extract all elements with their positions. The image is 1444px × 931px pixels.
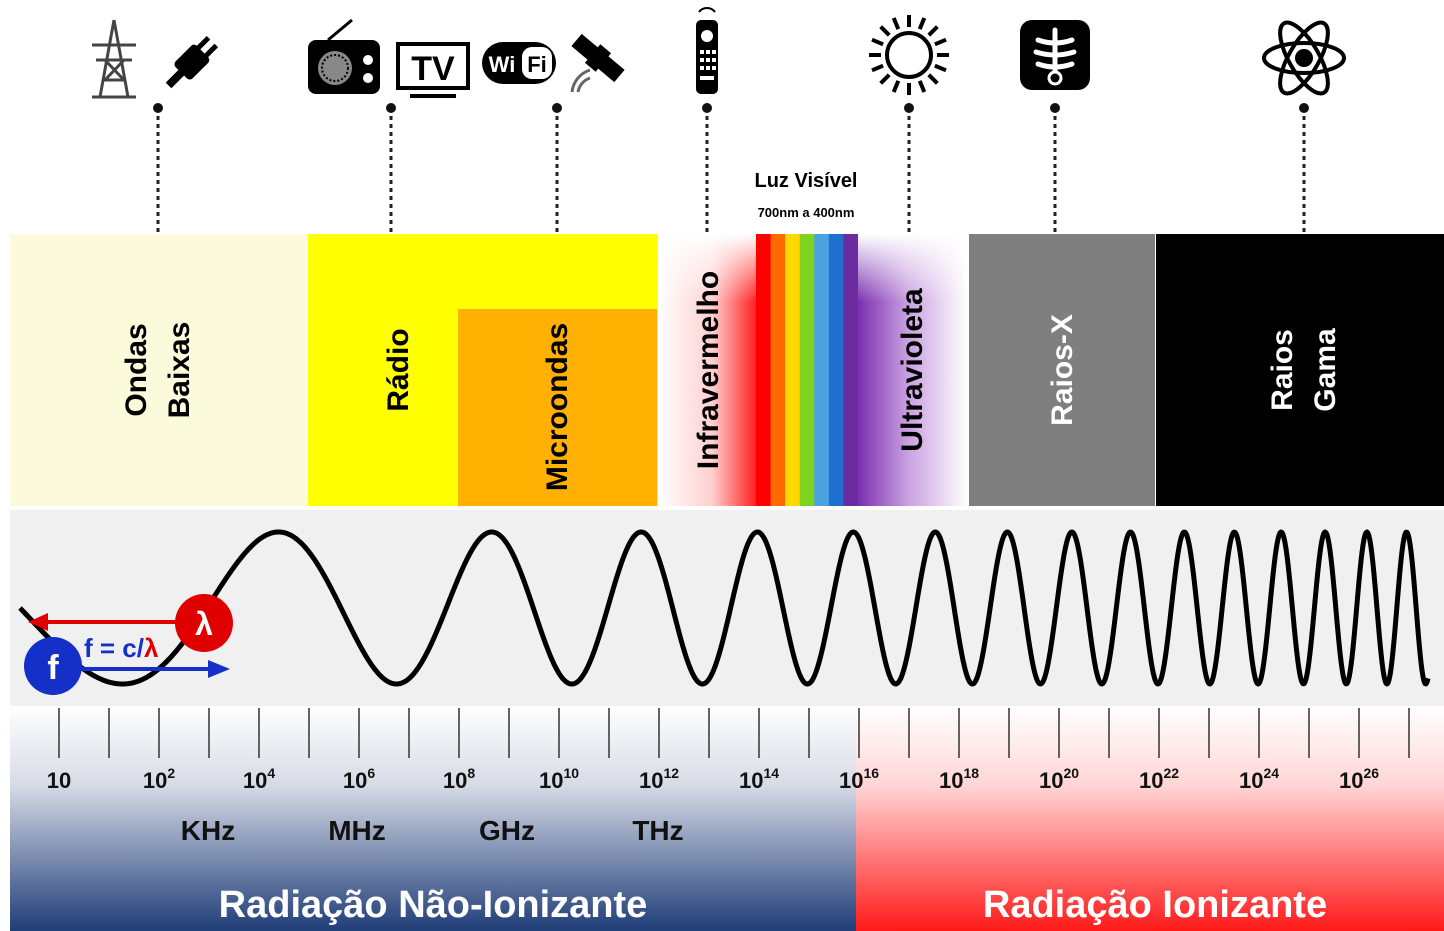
label-microondas: Microondas <box>541 323 574 491</box>
label-radio: Rádio <box>382 328 415 411</box>
wifi-icon-text-fi: Fi <box>527 52 547 77</box>
label-ultravioleta: Ultravioleta <box>896 288 929 452</box>
formula-text: f = c/λ <box>84 633 159 663</box>
unit-ghz: GHz <box>479 815 535 846</box>
footer-ionizing: Radiação Ionizante <box>983 884 1327 926</box>
tv-icon: TV <box>396 42 470 98</box>
unit-khz: KHz <box>181 815 235 846</box>
scale-tick-label: 1012 <box>639 765 679 793</box>
unit-mhz: MHz <box>328 815 386 846</box>
label-raios: Raios <box>1266 329 1299 411</box>
xray-icon <box>1020 20 1090 90</box>
remote-control-icon <box>696 7 718 94</box>
satellite-icon <box>570 33 625 93</box>
atom-icon <box>1262 20 1346 96</box>
scale-tick-label: 1010 <box>539 765 579 793</box>
scale-tick-label: 1022 <box>1139 765 1179 793</box>
band-raios-gama <box>1156 234 1444 506</box>
lambda-symbol: λ <box>195 606 213 642</box>
footer-non-ionizing-bg <box>10 706 856 931</box>
scale-ticks <box>58 708 1410 758</box>
unit-thz: THz <box>632 815 683 846</box>
scale-tick-label: 1016 <box>839 765 879 793</box>
visible-stripe <box>814 234 830 506</box>
lambda-circle <box>175 594 233 652</box>
scale-tick-label: 106 <box>343 765 375 793</box>
radio-icon <box>308 18 380 94</box>
scale-tick-label: 1020 <box>1039 765 1079 793</box>
power-tower-icon <box>92 19 136 99</box>
visible-light-spectrum <box>756 234 859 506</box>
icon-leaders <box>156 108 1306 234</box>
wave-line <box>18 529 1431 687</box>
band-raios-x <box>969 234 1155 506</box>
label-baixas: Baixas <box>163 322 196 419</box>
visible-stripe <box>799 234 815 506</box>
band-microondas <box>458 309 657 506</box>
scale-region: 10 102 104 106 108 1010 1012 1014 1016 1018 1020 10… <box>10 706 1444 931</box>
visible-light-range: 700nm a 400nm <box>758 205 855 220</box>
band-ondas-baixas <box>10 234 308 506</box>
footer-ionizing-bg <box>856 706 1444 931</box>
plug-icon <box>165 35 219 89</box>
scale-tick-label: 1014 <box>739 765 779 793</box>
frequency-symbol: f <box>47 649 59 687</box>
scale-tick-label: 102 <box>143 765 175 793</box>
visible-stripe <box>828 234 844 506</box>
visible-stripe <box>756 234 772 506</box>
scale-tick-label: 1018 <box>939 765 979 793</box>
visible-stripe <box>843 234 859 506</box>
footer-non-ionizing: Radiação Não-Ionizante <box>219 884 648 926</box>
visible-stripe <box>770 234 786 506</box>
wifi-icon: Wi Fi <box>482 42 556 84</box>
band-region: Ondas Baixas Rádio Microondas Infraverme… <box>10 170 1444 506</box>
label-gama: Gama <box>1309 328 1342 412</box>
visible-stripe <box>785 234 801 506</box>
frequency-circle <box>24 637 82 695</box>
label-infravermelho: Infravermelho <box>692 271 725 469</box>
label-ondas: Ondas <box>120 323 153 416</box>
scale-tick-label: 104 <box>243 765 275 793</box>
sun-icon <box>869 15 949 95</box>
scale-tick-label: 1026 <box>1339 765 1379 793</box>
scale-tick-label: 10 <box>47 768 71 793</box>
scale-tick-label: 108 <box>443 765 475 793</box>
wave-region: λ f f = c/λ <box>10 510 1444 706</box>
scale-tick-label: 1024 <box>1239 765 1279 793</box>
label-raios-x: Raios-X <box>1046 314 1079 426</box>
wifi-icon-text-wi: Wi <box>489 52 516 77</box>
scale-tick-labels: 10 102 104 106 108 1010 1012 1014 1016 1018 1020 10… <box>47 765 1379 793</box>
tv-icon-text: TV <box>411 50 455 88</box>
visible-light-title: Luz Visível <box>754 170 857 192</box>
icon-leader-dots <box>153 103 1309 113</box>
